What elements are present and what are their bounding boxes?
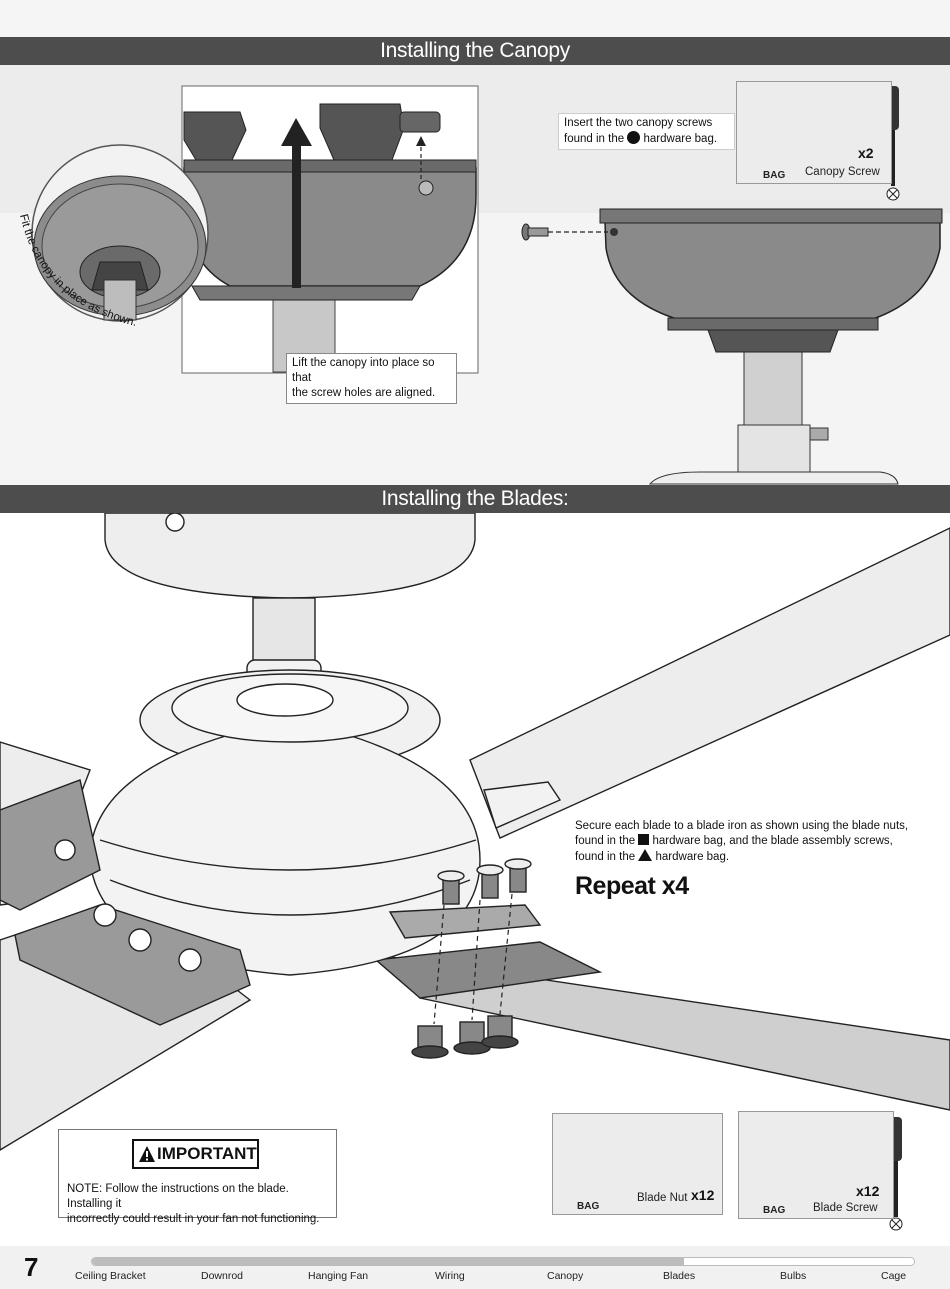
lift-caption-line1: Lift the canopy into place so that	[292, 357, 435, 384]
warning-icon	[139, 1146, 155, 1162]
insert-caption-post: hardware bag.	[643, 133, 718, 145]
secure-line3-pre: found in the	[575, 851, 636, 863]
blade-nut-hardware-box: BAG Blade Nut x12	[552, 1113, 723, 1215]
page-number: 7	[24, 1252, 39, 1282]
important-badge-text: IMPORTANT	[157, 1144, 257, 1163]
secure-line1: Secure each blade to a blade iron as sho…	[575, 820, 909, 832]
insert-caption-line2: found in the hardware bag.	[564, 131, 729, 147]
circle-icon	[627, 131, 641, 144]
canopy-section-title: Installing the Canopy	[0, 37, 950, 65]
important-note-line2: incorrectly could result in your fan not…	[67, 1213, 320, 1225]
canopy-assembled-drawing	[521, 208, 943, 485]
progress-step-canopy: Canopy	[547, 1270, 584, 1282]
progress-step-blades: Blades	[663, 1270, 696, 1282]
progress-step-downrod: Downrod	[201, 1270, 244, 1282]
blade-screw-count: x12	[856, 1183, 880, 1199]
important-note-text: NOTE: Follow the instructions on the bla…	[67, 1182, 332, 1227]
insert-caption-pre: found in the	[564, 133, 625, 145]
bag-label: BAG	[577, 1201, 600, 1212]
insert-caption-line1: Insert the two canopy screws	[564, 117, 713, 129]
important-note-line1: NOTE: Follow the instructions on the bla…	[67, 1183, 289, 1210]
canopy-screw-hardware-box: BAG Canopy Screw x2	[736, 81, 892, 184]
progress-step-hanging-fan: Hanging Fan	[308, 1270, 369, 1282]
lift-caption-line2: the screw holes are aligned.	[292, 387, 436, 399]
important-badge: IMPORTANT	[132, 1139, 259, 1169]
page-footer	[0, 1246, 950, 1289]
blade-nut-count: x12	[691, 1187, 715, 1203]
canopy-screw-label: Canopy Screw	[805, 166, 880, 178]
insert-canopy-screws-caption: Insert the two canopy screws found in th…	[558, 113, 735, 150]
bag-label: BAG	[763, 1205, 786, 1216]
page-top-margin	[0, 0, 950, 37]
important-note-box: IMPORTANT NOTE: Follow the instructions …	[58, 1129, 337, 1225]
blade-screw-hardware-box: BAG Blade Screw x12	[738, 1111, 894, 1219]
canopy-magnifier	[31, 144, 209, 322]
canopy-detail-drawing	[183, 103, 477, 373]
progress-bar	[91, 1257, 915, 1266]
canopy-screw-icon	[521, 223, 549, 241]
fit-caption-curved: Fit the canopy in place as shown.	[17, 213, 138, 329]
progress-step-ceiling-bracket: Ceiling Bracket	[75, 1270, 146, 1282]
progress-bar-fill	[92, 1258, 684, 1265]
secure-line2: found in the hardware bag, and the blade…	[575, 834, 945, 849]
secure-line3: found in the hardware bag.	[575, 849, 945, 865]
fan-blade-assembly-drawing	[0, 512, 950, 1151]
secure-blades-instructions: Secure each blade to a blade iron as sho…	[575, 819, 945, 865]
blades-section-title: Installing the Blades:	[0, 485, 950, 513]
secure-line2-post: hardware bag, and the blade assembly scr…	[652, 835, 893, 847]
blade-nut-label: Blade Nut	[637, 1192, 688, 1204]
svg-text:Fit the canopy in place as sho: Fit the canopy in place as shown.	[17, 213, 138, 329]
progress-step-bulbs: Bulbs	[780, 1270, 807, 1282]
square-icon	[638, 834, 650, 845]
progress-steps: Ceiling Bracket Downrod Hanging Fan Wiring C…	[75, 1270, 915, 1284]
repeat-count: Repeat x4	[575, 872, 689, 900]
progress-step-cage: Cage	[881, 1270, 907, 1282]
secure-line2-pre: found in the	[575, 835, 636, 847]
lift-caption: Lift the canopy into place so that the s…	[286, 353, 457, 404]
blade-screw-label: Blade Screw	[813, 1202, 878, 1214]
canopy-screw-count: x2	[858, 145, 874, 161]
secure-line3-post: hardware bag.	[655, 851, 730, 863]
fit-caption: Fit the canopy in place as shown.	[17, 213, 138, 329]
progress-step-wiring: Wiring	[435, 1270, 465, 1282]
bag-label: BAG	[763, 170, 786, 181]
triangle-icon	[638, 849, 653, 861]
